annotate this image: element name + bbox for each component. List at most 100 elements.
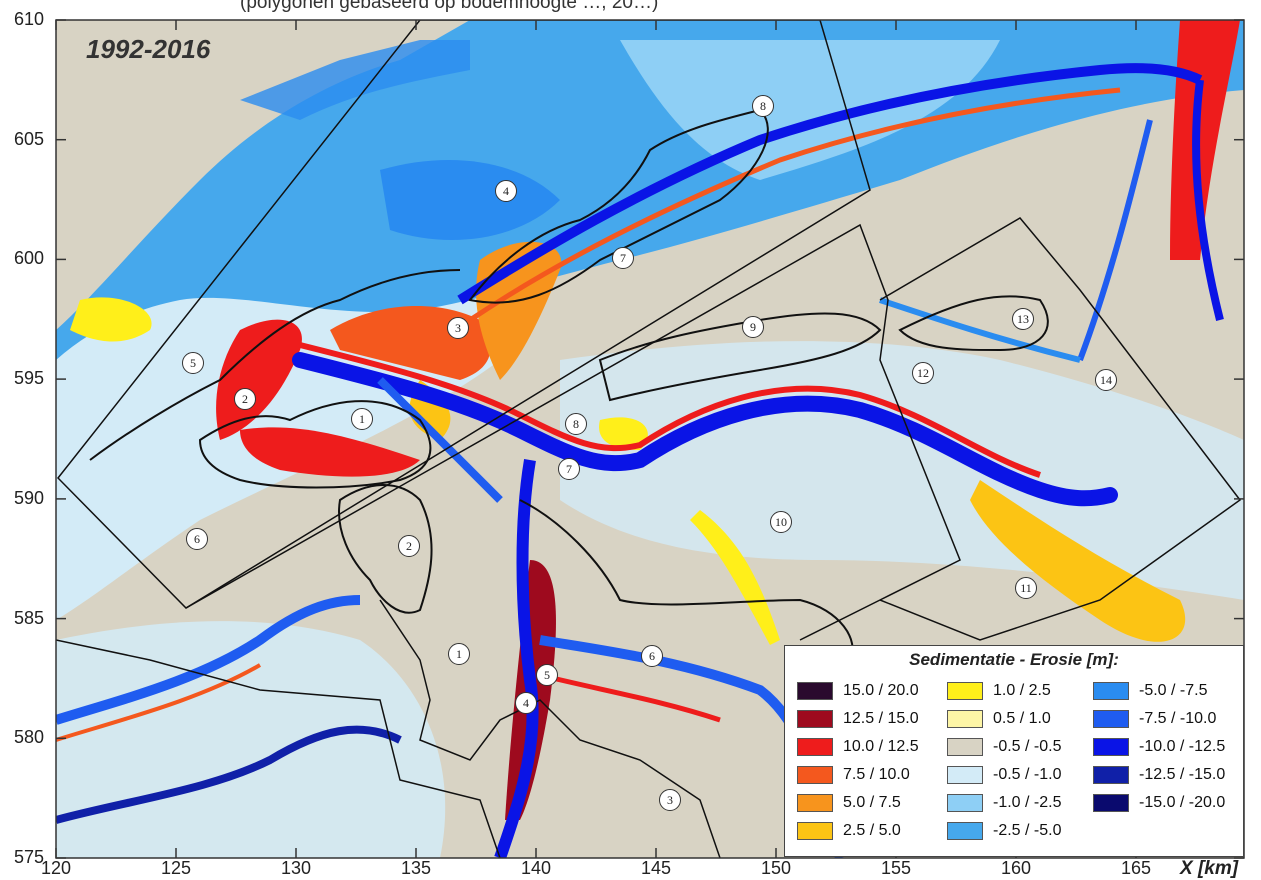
- legend-item: -2.5 / -5.0: [947, 820, 1061, 842]
- region-number-label: 4: [495, 180, 517, 202]
- polygon-boundary-east: [879, 217, 1242, 641]
- channel-southwest-bank: [56, 663, 262, 742]
- x-tick-label: 120: [40, 858, 72, 878]
- x-tick-label: 125: [160, 858, 192, 878]
- legend-label: 12.5 / 15.0: [843, 710, 919, 727]
- x-tick-label: 140: [520, 858, 552, 878]
- x-tick-label: 135: [400, 858, 432, 878]
- legend-label: -12.5 / -15.0: [1139, 766, 1226, 783]
- y-tick-label: 590: [13, 487, 44, 508]
- legend-label: 2.5 / 5.0: [843, 822, 901, 839]
- legend-label: -0.5 / -1.0: [993, 766, 1062, 783]
- region-number-label: 11: [1015, 577, 1037, 599]
- legend-label: 0.5 / 1.0: [993, 710, 1051, 727]
- channel-southwest: [56, 595, 361, 725]
- legend-swatch: [797, 794, 833, 812]
- region-number-label: 3: [447, 317, 469, 339]
- x-tick-label: 150: [760, 858, 792, 878]
- channel-south: [494, 459, 539, 858]
- legend-swatch: [1093, 794, 1129, 812]
- legend-swatch: [947, 766, 983, 784]
- channel-mid: [377, 377, 503, 503]
- legend-item: -5.0 / -7.5: [1093, 680, 1207, 702]
- x-axis-label: X [km]: [1180, 858, 1239, 879]
- legend-label: -2.5 / -5.0: [993, 822, 1062, 839]
- erosion-north-b: [240, 40, 470, 120]
- region-number-label: 3: [659, 789, 681, 811]
- region-number-label: 14: [1095, 369, 1117, 391]
- legend-item: -15.0 / -20.0: [1093, 792, 1225, 814]
- legend-swatch: [947, 794, 983, 812]
- legend-swatch: [1093, 710, 1129, 728]
- x-tick-label: 145: [640, 858, 672, 878]
- y-tick-label: 595: [13, 368, 44, 389]
- channel-main-west: [292, 352, 1118, 507]
- legend-item: 12.5 / 15.0: [797, 708, 919, 730]
- legend-item: -12.5 / -15.0: [1093, 764, 1225, 786]
- y-tick-label: 610: [13, 9, 44, 29]
- period-label: 1992-2016: [86, 34, 211, 64]
- region-number-label: 9: [742, 316, 764, 338]
- island-outline-4: [898, 295, 1049, 352]
- sediment-patch-9: [599, 417, 648, 450]
- legend-item: 15.0 / 20.0: [797, 680, 919, 702]
- shallow-area-east: [560, 341, 1244, 600]
- legend-swatch: [797, 682, 833, 700]
- legend-label: 15.0 / 20.0: [843, 682, 919, 699]
- x-tick-label: 155: [880, 858, 912, 878]
- plot-frame: [55, 19, 1245, 859]
- y-tick-label: 605: [13, 128, 44, 149]
- channel-east-b: [1077, 119, 1153, 362]
- erosion-north-c: [620, 40, 1000, 180]
- region-number-label: 13: [1012, 308, 1034, 330]
- region-number-label: 2: [234, 388, 256, 410]
- sediment-patch-2: [216, 319, 302, 440]
- channel-north-bank: [468, 87, 1121, 323]
- legend-swatch: [797, 738, 833, 756]
- channel-east-main: [879, 297, 1081, 363]
- legend-label: 10.0 / 12.5: [843, 738, 919, 755]
- region-number-label: 6: [186, 528, 208, 550]
- region-number-label: 10: [770, 511, 792, 533]
- x-tick-label: 130: [280, 858, 312, 878]
- legend-label: -7.5 / -10.0: [1139, 710, 1217, 727]
- island-outline-1: [198, 400, 432, 489]
- x-tick-label: 160: [1000, 858, 1032, 878]
- channel-southeast-bank: [539, 672, 721, 723]
- region-number-label: 1: [351, 408, 373, 430]
- polygon-boundary-south: [379, 599, 721, 858]
- legend-item: 7.5 / 10.0: [797, 764, 910, 786]
- legend-swatch: [947, 682, 983, 700]
- sediment-patch-11: [690, 510, 780, 645]
- region-number-label: 5: [182, 352, 204, 374]
- legend-item: 1.0 / 2.5: [947, 680, 1051, 702]
- sediment-patch-4: [240, 427, 420, 477]
- legend-item: 10.0 / 12.5: [797, 736, 919, 758]
- island-outline-3: [598, 312, 882, 402]
- legend-item: 5.0 / 7.5: [797, 792, 901, 814]
- region-number-label: 12: [912, 362, 934, 384]
- region-number-label: 1: [448, 643, 470, 665]
- region-number-label: 7: [558, 458, 580, 480]
- legend-label: 7.5 / 10.0: [843, 766, 910, 783]
- channel-east: [1192, 79, 1224, 321]
- channel-north: [457, 63, 1203, 305]
- legend-swatch: [797, 766, 833, 784]
- legend-label: -0.5 / -0.5: [993, 738, 1062, 755]
- legend-swatch: [947, 822, 983, 840]
- sediment-patch-5: [970, 480, 1186, 642]
- legend-label: -5.0 / -7.5: [1139, 682, 1208, 699]
- region-number-label: 2: [398, 535, 420, 557]
- legend-item: 2.5 / 5.0: [797, 820, 901, 842]
- x-tick-label: 165: [1120, 858, 1152, 878]
- legend-item: -10.0 / -12.5: [1093, 736, 1225, 758]
- legend-item: -1.0 / -2.5: [947, 792, 1061, 814]
- legend-swatch: [1093, 766, 1129, 784]
- legend-label: 5.0 / 7.5: [843, 794, 901, 811]
- y-tick-label: 575: [13, 847, 44, 867]
- polygon-boundary-west: [57, 20, 871, 609]
- legend-item: -0.5 / -1.0: [947, 764, 1061, 786]
- legend-swatch: [1093, 738, 1129, 756]
- legend-swatch: [947, 738, 983, 756]
